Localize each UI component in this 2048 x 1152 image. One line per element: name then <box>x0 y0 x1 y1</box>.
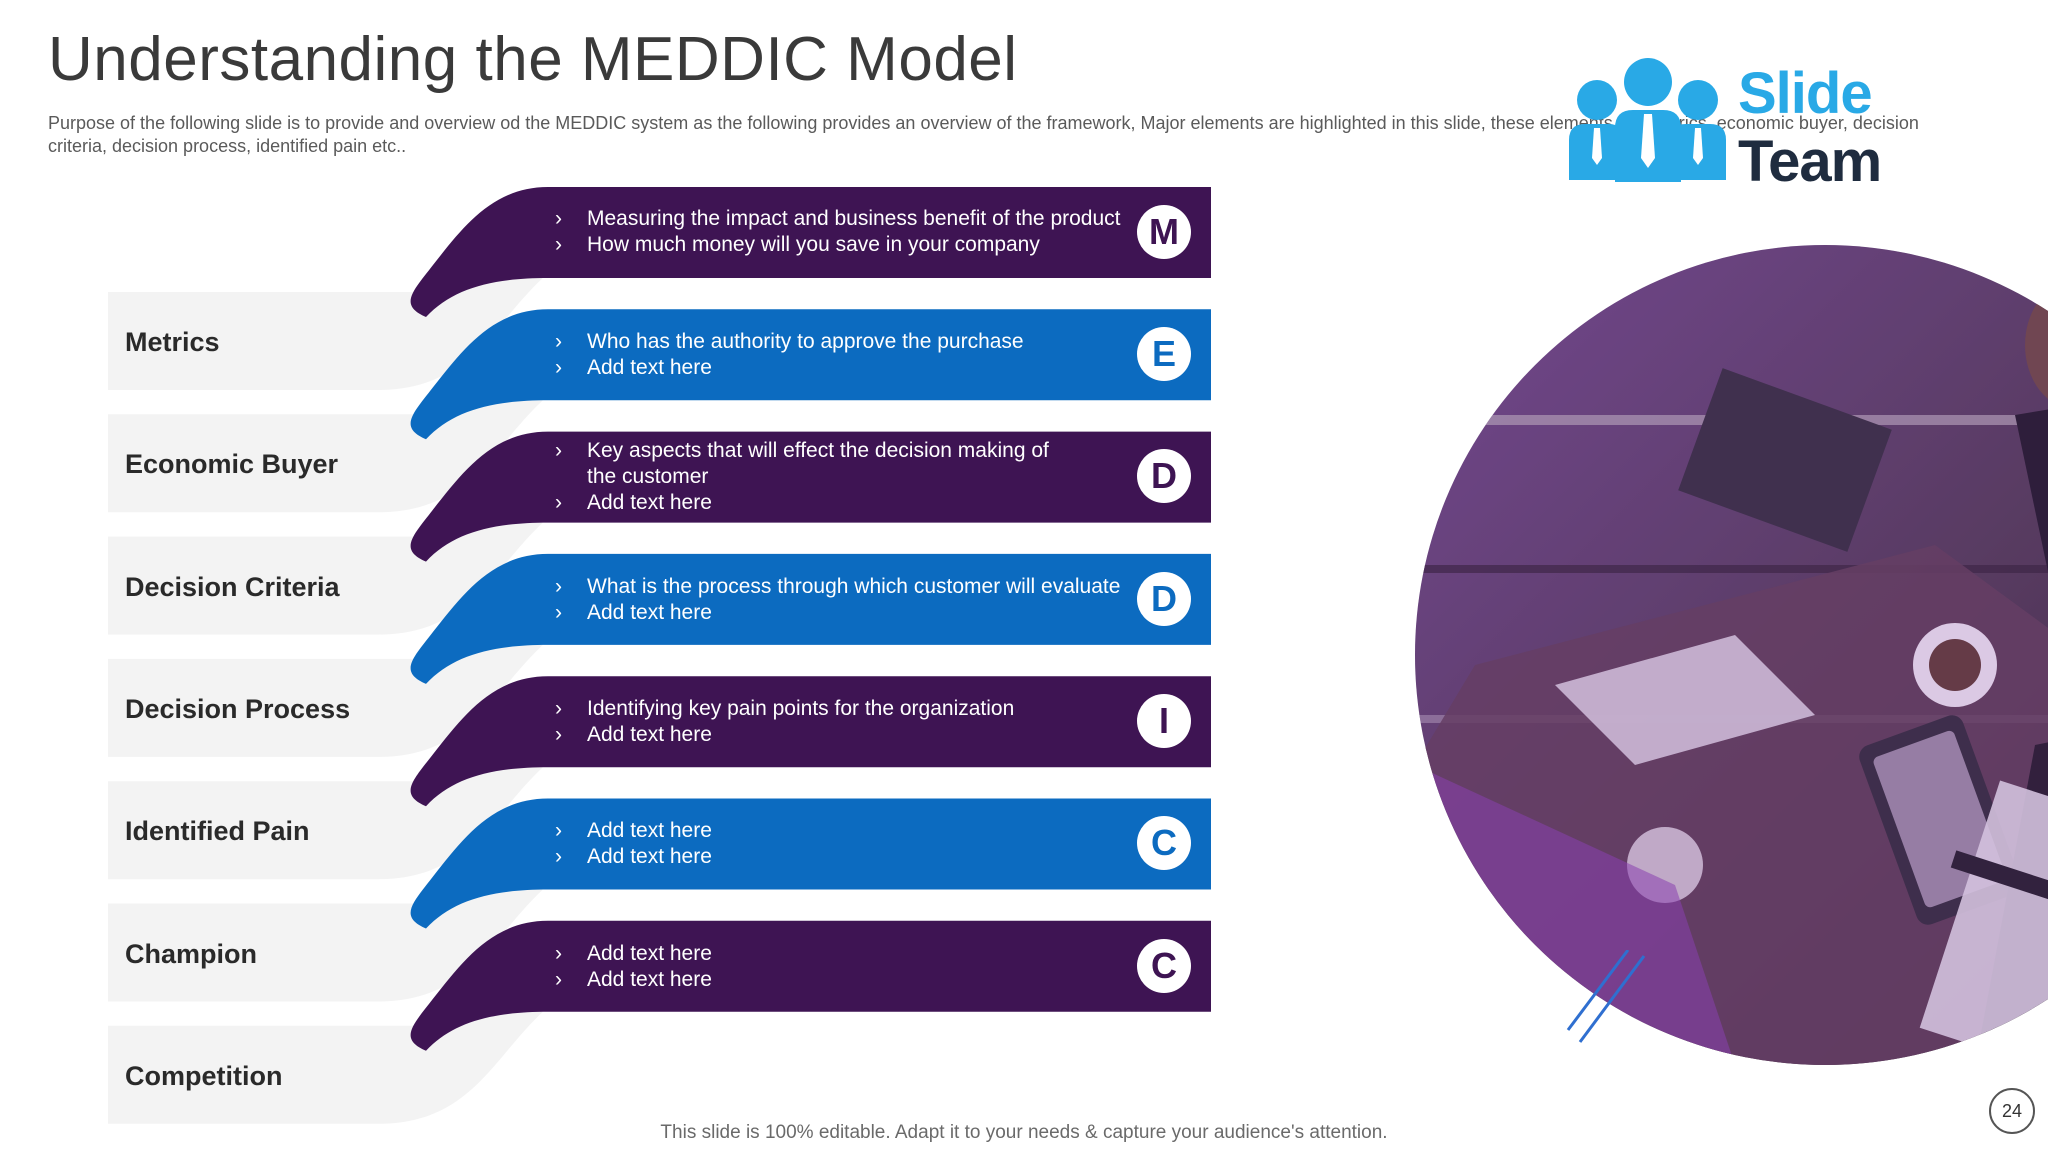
label-tab-shape <box>108 603 578 757</box>
band-champion-text: ›Add text here ›Add text here <box>555 818 1125 870</box>
chevron-right-icon: › <box>555 439 562 462</box>
chevron-right-icon: › <box>555 491 562 514</box>
letter-badge-m: M <box>1137 205 1191 259</box>
decorative-lines <box>1566 950 1646 1043</box>
label-tab-shape <box>108 970 578 1124</box>
band-identified-pain-text: ›Identifying key pain points for the org… <box>555 696 1125 748</box>
chevron-right-icon: › <box>555 601 562 624</box>
bullet-item: ›Add text here <box>555 968 712 991</box>
letter-badge-c: C <box>1137 816 1191 870</box>
meddic-band-shape <box>410 553 1212 684</box>
label-champion: Champion <box>125 939 257 969</box>
meddic-band-shape <box>410 920 1212 1051</box>
chevron-right-icon: › <box>555 207 562 230</box>
bullet-item: ›Measuring the impact and business benef… <box>555 207 1121 230</box>
letter-badge-i: I <box>1137 694 1191 748</box>
chevron-right-icon: › <box>555 575 562 598</box>
page-number: 24 <box>1989 1088 2035 1134</box>
meddic-band-shape <box>410 798 1212 929</box>
meddic-band-shape <box>410 431 1212 562</box>
letter-badge-d-2: D <box>1137 572 1191 626</box>
label-identified-pain: Identified Pain <box>125 816 310 846</box>
label-metrics: Metrics <box>125 327 220 357</box>
business-meeting-photo <box>1415 245 2048 1065</box>
band-decision-process-text: ›What is the process through which custo… <box>555 574 1125 626</box>
bullet-item: ›Add text here <box>555 601 712 624</box>
page-title: Understanding the MEDDIC Model <box>48 25 1018 94</box>
slideteam-logo: Slide Team <box>1565 58 1905 194</box>
label-tab-shape <box>108 359 578 513</box>
label-tab-shape <box>108 848 578 1002</box>
bullet-item: ›Add text here <box>555 845 712 868</box>
letter-badge-c-2: C <box>1137 939 1191 993</box>
label-competition: Competition <box>125 1061 283 1091</box>
label-tab-shape <box>108 237 578 390</box>
chevron-right-icon: › <box>555 233 562 256</box>
band-decision-criteria-text: ›Key aspects that will effect the decisi… <box>555 438 1075 516</box>
bullet-item: ›Add text here <box>555 356 712 379</box>
bullet-item: ›Key aspects that will effect the decisi… <box>555 439 1049 488</box>
bullet-item: ›Add text here <box>555 491 712 514</box>
label-decision-process: Decision Process <box>125 694 351 724</box>
chevron-right-icon: › <box>555 697 562 720</box>
chevron-right-icon: › <box>555 942 562 965</box>
letter-badge-e: E <box>1137 327 1191 381</box>
chevron-right-icon: › <box>555 819 562 842</box>
chevron-right-icon: › <box>555 330 562 353</box>
people-group-icon <box>1569 58 1726 182</box>
band-metrics-text: ›Measuring the impact and business benef… <box>555 206 1125 258</box>
label-tab-shape <box>108 726 578 880</box>
chevron-right-icon: › <box>555 356 562 379</box>
meddic-band-shape <box>410 676 1212 807</box>
chevron-right-icon: › <box>555 968 562 991</box>
bullet-item: ›Add text here <box>555 942 712 965</box>
band-competition-text: ›Add text here ›Add text here <box>555 941 1125 993</box>
logo-word-team: Team <box>1738 129 1882 194</box>
label-decision-criteria: Decision Criteria <box>125 572 340 602</box>
page-subtitle: Purpose of the following slide is to pro… <box>48 113 1919 156</box>
bullet-item: ›Add text here <box>555 819 712 842</box>
chevron-right-icon: › <box>555 845 562 868</box>
bullet-item: ›How much money will you save in your co… <box>555 233 1040 256</box>
meddic-flow-diagram <box>108 187 1212 1124</box>
label-economic-buyer: Economic Buyer <box>125 449 339 479</box>
logo-word-slide: Slide <box>1738 61 1873 126</box>
band-economic-buyer-text: ›Who has the authority to approve the pu… <box>555 329 1125 381</box>
label-tab-shape <box>108 481 578 635</box>
bullet-item: ›Add text here <box>555 723 712 746</box>
chevron-right-icon: › <box>555 723 562 746</box>
bullet-item: ›Identifying key pain points for the org… <box>555 697 1015 720</box>
letter-badge-d: D <box>1137 449 1191 503</box>
meddic-band-shape <box>410 309 1212 440</box>
meddic-band-shape <box>410 187 1212 317</box>
bullet-item: ›Who has the authority to approve the pu… <box>555 330 1024 353</box>
bullet-item: ›What is the process through which custo… <box>555 575 1121 598</box>
footer-note: This slide is 100% editable. Adapt it to… <box>660 1122 1388 1143</box>
